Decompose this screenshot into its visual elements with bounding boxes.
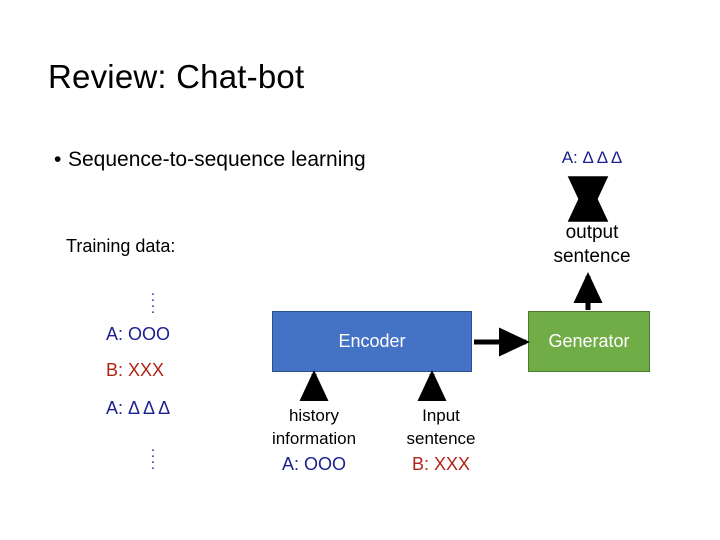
history-line-1: history [288,406,340,425]
encoder-box: Encoder [272,311,472,372]
dot-glyph: . [150,294,156,311]
output-caption-line-2: sentence [553,246,631,267]
encoder-input-sentence: Input sentence B: XXX [380,404,502,476]
training-line-b-xxx: B: XXX [106,360,165,380]
bullet-item: • Sequence-to-sequence learning [54,148,366,172]
dot-glyph: . [150,450,156,467]
dot-glyph: . [150,288,156,305]
dot-glyph: . [150,282,156,299]
training-line-a-delta: A: Δ Δ Δ [106,398,171,418]
output-caption-line-1: output [565,222,619,243]
input-line-2: sentence [406,429,476,448]
history-code: A: OOO [281,454,346,474]
encoder-input-history: history information A: OOO [238,404,390,476]
generator-box: Generator [528,311,650,372]
bullet-marker: • [54,148,62,171]
vertical-dots-bottom-icon: . . . . [143,438,163,473]
training-line-a-ooo: A: OOO [106,324,171,344]
dot-glyph: . [150,300,156,317]
training-data-label: Training data: [66,236,176,256]
input-line-1: Input [422,406,460,425]
input-code: B: XXX [411,454,471,474]
output-sentence-caption: output sentence [522,221,662,269]
dot-glyph: . [150,456,156,473]
dot-glyph: . [150,444,156,461]
vertical-dots-top-icon: . . . . [143,282,163,317]
history-line-2: information [271,429,357,448]
output-answer: A: Δ Δ Δ [561,148,623,167]
page-title: Review: Chat-bot [48,58,305,95]
dot-glyph: . [150,438,156,455]
bullet-label: Sequence-to-sequence learning [68,148,366,171]
generator-box-label: Generator [548,331,630,351]
encoder-box-label: Encoder [338,331,406,351]
